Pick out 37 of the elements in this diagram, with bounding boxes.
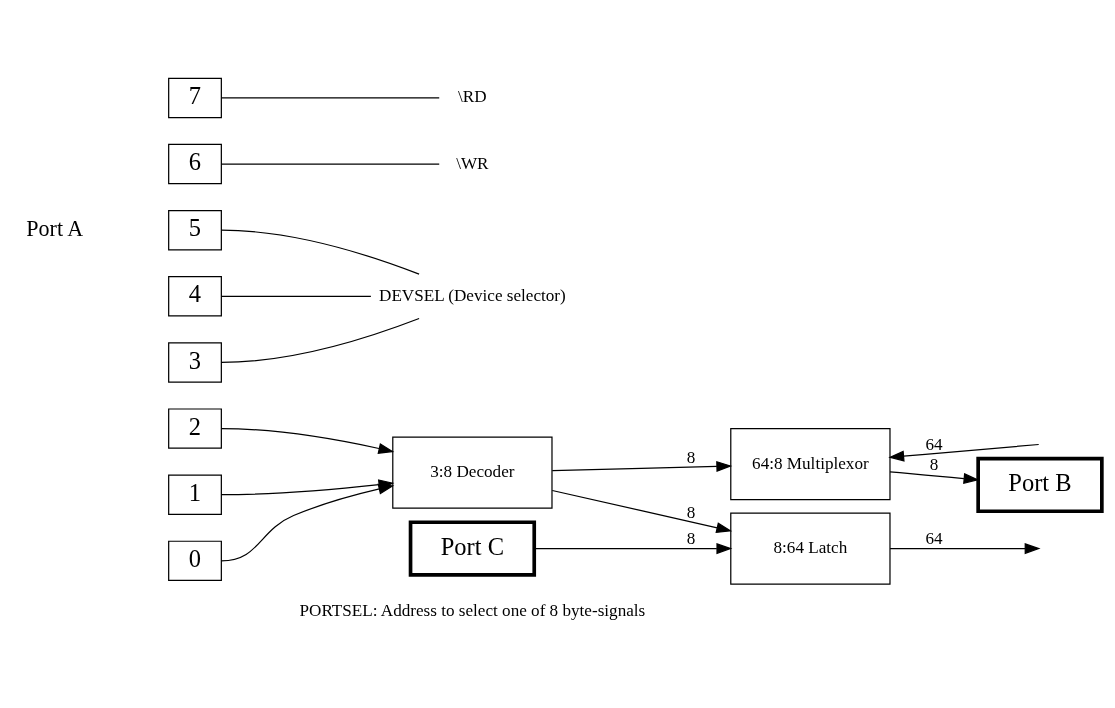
edge-label: 64 <box>925 434 943 454</box>
node-text: \WR <box>456 153 489 173</box>
arrow <box>889 542 1041 554</box>
arrow <box>551 489 733 533</box>
arrow <box>888 443 1040 462</box>
node-box: 4 <box>168 275 222 317</box>
edge-label: 8 <box>686 528 696 548</box>
edge-label: 64 <box>925 528 943 548</box>
label: Port A <box>26 215 84 241</box>
connector <box>220 317 420 363</box>
edge-label: 8 <box>686 447 696 467</box>
arrow <box>551 460 733 472</box>
connector <box>220 96 440 99</box>
label: PORTSEL: Address to select one of 8 byte-signals <box>299 600 646 620</box>
node-box: 3 <box>168 341 222 383</box>
node-box: 7 <box>168 77 222 118</box>
edge-label: 8 <box>929 454 939 474</box>
node-box: 8:64 Latch <box>730 512 891 585</box>
arrow <box>220 427 395 454</box>
arrow <box>533 542 733 554</box>
connector <box>220 295 372 297</box>
node-box: 1 <box>168 474 222 515</box>
connector <box>220 162 440 165</box>
node-text: \RD <box>458 86 487 106</box>
node-box: 64:8 Multiplexor <box>730 427 891 500</box>
node-box: 5 <box>168 209 222 250</box>
node-box: 2 <box>168 407 222 449</box>
node-box: 3:8 Decoder <box>392 436 553 509</box>
node-box: 0 <box>168 540 222 581</box>
arrow <box>220 483 395 561</box>
node-box: Port C <box>408 519 537 577</box>
connector <box>220 229 420 275</box>
edge-label: 8 <box>686 502 696 522</box>
node-box: 6 <box>168 143 222 184</box>
node-text: DEVSEL (Device selector) <box>379 285 566 305</box>
node-box: Port B <box>976 456 1104 513</box>
arrow <box>889 470 980 484</box>
